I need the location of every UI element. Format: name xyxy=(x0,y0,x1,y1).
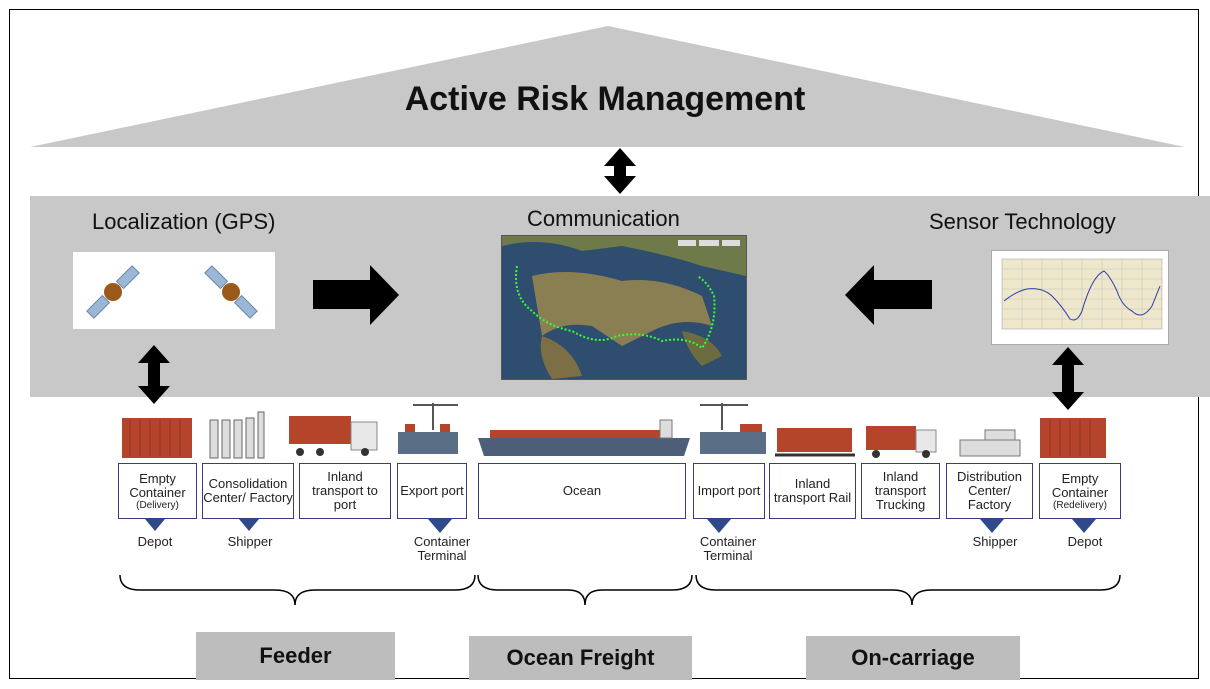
location-depot-1: Depot xyxy=(137,534,173,549)
step-empty-container-delivery: Empty Container(Delivery) xyxy=(118,463,197,519)
segment-ocean-freight: Ocean Freight xyxy=(469,636,692,680)
step-import-port: Import port xyxy=(693,463,765,519)
step-label: Empty Container xyxy=(1051,470,1109,500)
step-label: Empty Container xyxy=(129,470,186,500)
sensor-label: Sensor Technology xyxy=(929,209,1116,234)
step-inland-to-port: Inland transport to port xyxy=(299,463,391,519)
step-label: Import port xyxy=(697,483,761,498)
segment-on-carriage: On-carriage xyxy=(806,636,1020,680)
satellite-icon xyxy=(86,265,258,319)
location-terminal-1: Container Terminal xyxy=(413,534,471,563)
gps-label: Localization (GPS) xyxy=(92,209,276,234)
step-label: Ocean xyxy=(562,483,602,498)
step-inland-rail: Inland transport Rail xyxy=(769,463,856,519)
step-sublabel: (Redelivery) xyxy=(1053,499,1107,511)
step-consolidation-center: Consolidation Center/ Factory xyxy=(202,463,294,519)
step-export-port: Export port xyxy=(397,463,467,519)
location-depot-2: Depot xyxy=(1067,534,1103,549)
location-shipper-1: Shipper xyxy=(227,534,273,549)
communication-label: Communication xyxy=(527,206,680,231)
step-label: Inland transport to port xyxy=(312,469,378,512)
step-distribution-center: Distribution Center/ Factory xyxy=(946,463,1033,519)
route-map xyxy=(501,235,747,380)
roof-title: Active Risk Management xyxy=(404,80,806,118)
location-terminal-2: Container Terminal xyxy=(699,534,757,563)
segment-feeder: Feeder xyxy=(196,632,395,680)
satellite-image xyxy=(73,252,275,329)
step-label: Inland transport Rail xyxy=(773,476,852,505)
step-label: Distribution Center/ Factory xyxy=(956,469,1023,512)
step-label: Export port xyxy=(400,483,464,498)
step-label: Inland transport Trucking xyxy=(874,469,927,512)
step-ocean: Ocean xyxy=(478,463,686,519)
sensor-chart xyxy=(991,250,1169,345)
location-shipper-2: Shipper xyxy=(972,534,1018,549)
temperature-graph xyxy=(1001,258,1163,330)
step-sublabel: (Delivery) xyxy=(136,499,179,511)
map-graphic xyxy=(502,236,746,379)
step-inland-trucking: Inland transport Trucking xyxy=(861,463,940,519)
step-empty-container-redelivery: Empty Container(Redelivery) xyxy=(1039,463,1121,519)
step-label: Consolidation Center/ Factory xyxy=(203,476,293,505)
